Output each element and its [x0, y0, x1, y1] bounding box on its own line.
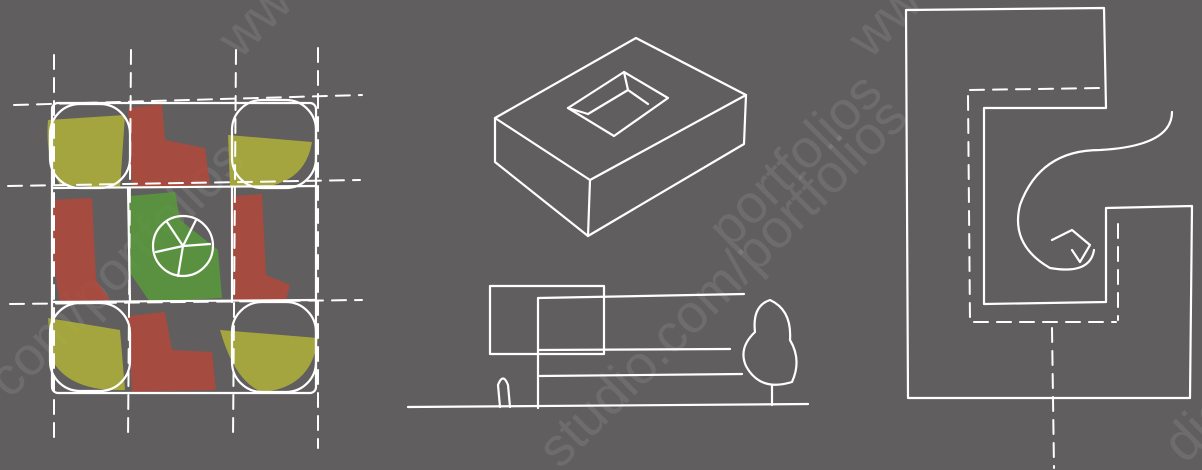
zone-fills: [47, 104, 318, 392]
watermark-fragment: www.: [205, 0, 339, 69]
zone-yellow: [47, 115, 125, 188]
elevation: [406, 284, 810, 410]
zone-red: [128, 312, 216, 392]
watermark-fragment: dio: [1151, 380, 1202, 470]
direction-arrow-icon: [1050, 228, 1092, 264]
central-circle: [151, 214, 215, 278]
zone-yellow: [220, 330, 318, 392]
dashed-corridor: [967, 87, 1119, 469]
zone-red: [232, 194, 290, 300]
zone-yellow: [48, 318, 125, 391]
axonometric-block: [493, 36, 748, 238]
zoning-plan-sketch: [7, 47, 363, 449]
massing-sketch: [406, 36, 810, 410]
circulation-plan-sketch: [904, 6, 1194, 469]
spiral-path: [1016, 110, 1174, 271]
zone-red: [51, 198, 110, 302]
zone-yellow: [228, 135, 312, 188]
tree-icon: [742, 298, 798, 407]
ground-line: [406, 402, 810, 409]
module-outlines: [48, 98, 318, 395]
person-figure: [496, 377, 512, 409]
watermark-fragment: studio.com/portfolios: [526, 86, 919, 470]
zone-red: [128, 104, 210, 188]
